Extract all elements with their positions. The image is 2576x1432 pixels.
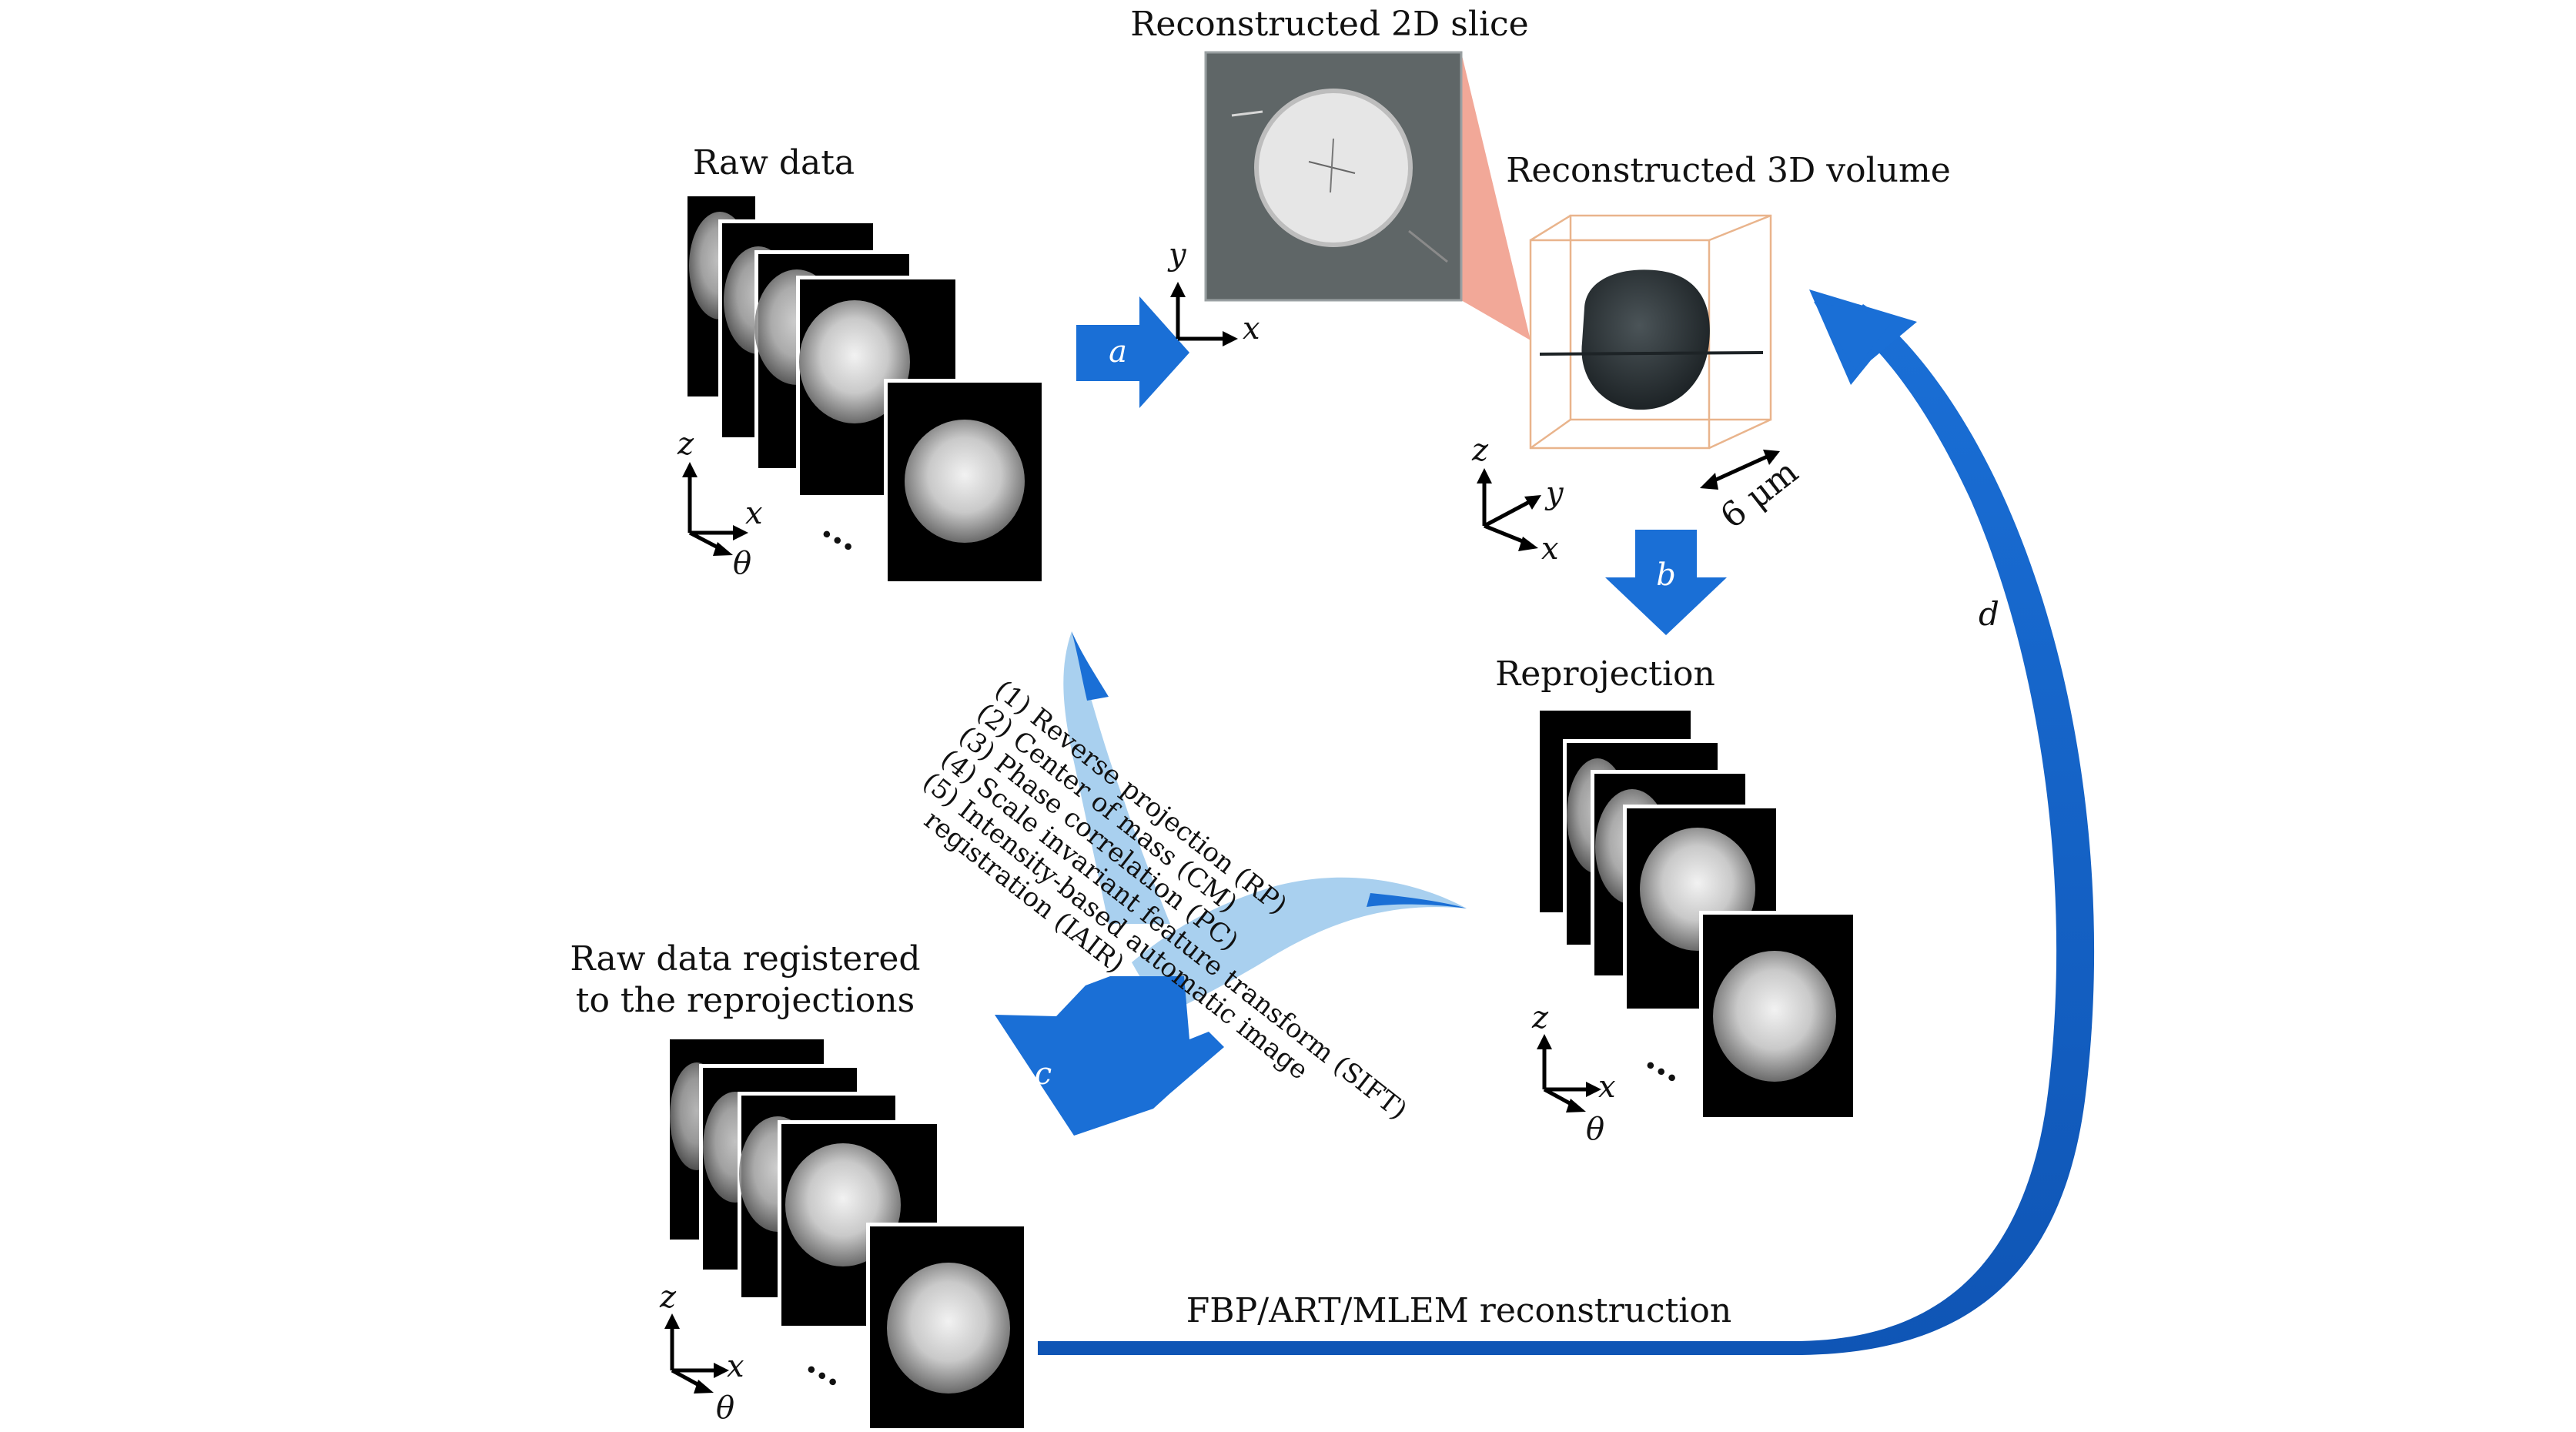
arrow-a-label: a	[1109, 334, 1127, 370]
arrow-b-label: b	[1656, 557, 1676, 593]
arrow-c: c	[995, 631, 1467, 1136]
axis-z-label: z	[1531, 1000, 1549, 1036]
arrow-a: a	[1076, 296, 1189, 408]
axis-theta-label: θ	[716, 1390, 734, 1426]
registered-label-line1: Raw data registered	[570, 939, 920, 979]
axis-x-label: x	[727, 1349, 744, 1384]
ellipsis-icon: ...	[801, 1340, 854, 1395]
axis-theta-label: θ	[1586, 1112, 1604, 1147]
projection-frame	[1699, 911, 1857, 1121]
ellipsis-icon: ...	[1640, 1036, 1693, 1091]
methods-list: (1) Reverse projection (RP) (2) Center o…	[917, 674, 1413, 1126]
slice-2d: Reconstructed 2D slice	[1130, 5, 1531, 340]
ellipsis-icon: ...	[816, 505, 869, 560]
axis-x-label: x	[1541, 531, 1559, 567]
reprojection-label: Reprojection	[1495, 654, 1715, 694]
axis-y-label: y	[1544, 476, 1564, 511]
reconstruction-label: FBP/ART/MLEM reconstruction	[1186, 1291, 1731, 1330]
scale-bar	[1706, 452, 1774, 486]
registered-data-stack: Raw data registered to the reprojections	[570, 939, 1028, 1432]
raw-data-stack: Raw data	[684, 143, 1045, 585]
volume-3d-label: Reconstructed 3D volume	[1506, 151, 1951, 190]
axis-x-label: x	[745, 496, 763, 531]
arrow-b: b	[1605, 530, 1727, 635]
projection-frame	[884, 379, 1045, 585]
axis-z-label: z	[1471, 433, 1489, 468]
axis-y-label: y	[1167, 237, 1187, 273]
volume-axes: z y x	[1471, 433, 1564, 567]
arrow-c-label: c	[1035, 1056, 1052, 1092]
arrow-d-label: d	[1979, 595, 1999, 633]
axis-z-label: z	[659, 1280, 677, 1315]
scale-label: 6 μm	[1713, 452, 1805, 536]
arrow-d: d FBP/ART/MLEM reconstruction	[1038, 289, 2095, 1355]
projection-cone	[1461, 52, 1531, 340]
bounding-box	[1529, 214, 1772, 450]
reprojection-axes: z x θ ...	[1531, 1000, 1692, 1147]
registered-label-line2: to the reprojections	[576, 981, 915, 1020]
slice-axes: y x	[1167, 237, 1260, 346]
raw-data-label: Raw data	[693, 143, 855, 182]
projection-frame	[866, 1223, 1028, 1432]
axis-theta-label: θ	[733, 546, 751, 581]
axis-z-label: z	[677, 427, 694, 462]
slice-2d-label: Reconstructed 2D slice	[1130, 5, 1528, 44]
axis-x-label: x	[1598, 1069, 1616, 1105]
volume-sample	[1581, 269, 1710, 410]
axis-x-label: x	[1243, 311, 1260, 346]
reprojection-stack: Reprojection	[1495, 654, 1857, 1121]
